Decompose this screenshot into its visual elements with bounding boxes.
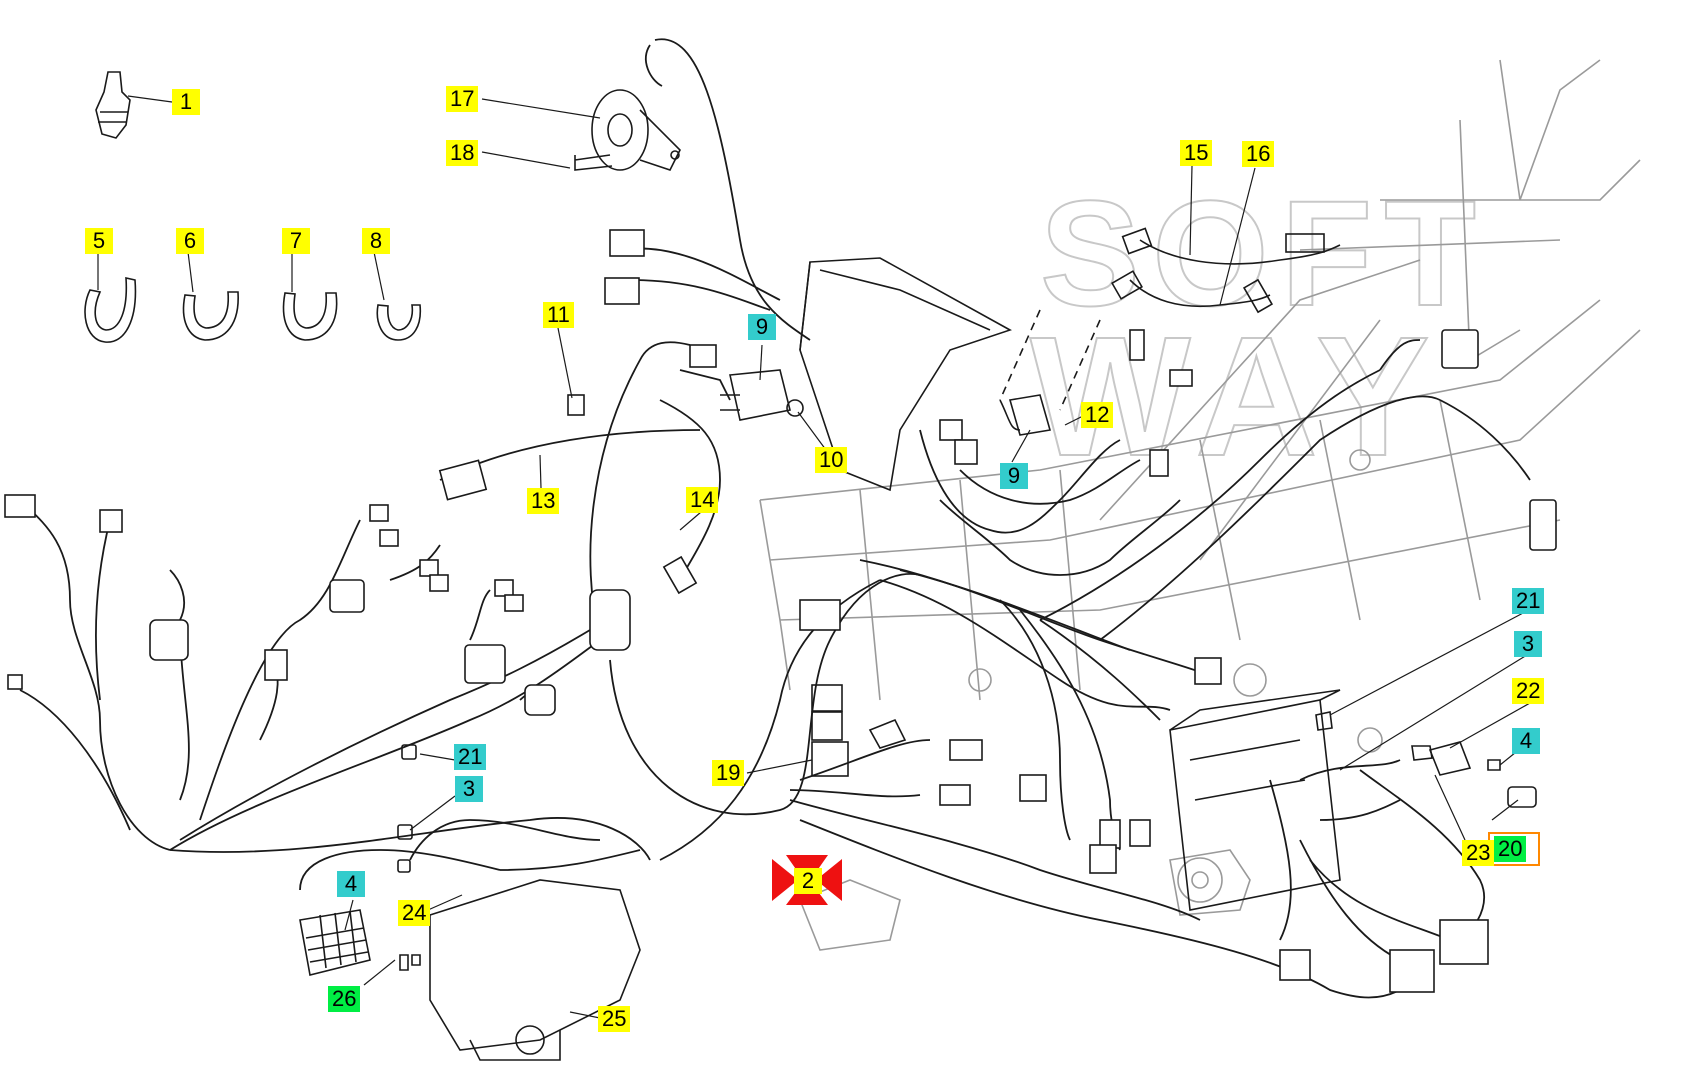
callout-22[interactable]: 22 xyxy=(1512,678,1545,704)
callout-12[interactable]: 12 xyxy=(1081,402,1114,428)
sensor-part-1 xyxy=(95,71,131,139)
callout-4[interactable]: 4 xyxy=(1512,728,1540,754)
watermark: SOFT WAY xyxy=(1029,168,1488,493)
watermark-line1: SOFT xyxy=(1040,169,1488,337)
callout-11[interactable]: 11 xyxy=(543,302,574,328)
horn xyxy=(574,89,681,171)
callout-8[interactable]: 8 xyxy=(362,228,390,254)
small-parts xyxy=(397,711,1537,873)
callout-24[interactable]: 24 xyxy=(398,900,431,926)
callout-25[interactable]: 25 xyxy=(598,1006,631,1032)
callout-21[interactable]: 21 xyxy=(1512,588,1545,614)
callout-23[interactable]: 23 xyxy=(1462,840,1495,866)
callout-3[interactable]: 3 xyxy=(1514,631,1542,657)
callout-14[interactable]: 14 xyxy=(686,487,719,513)
callout-26[interactable]: 26 xyxy=(328,986,361,1012)
callout-3[interactable]: 3 xyxy=(455,776,483,802)
callout-2[interactable]: 2 xyxy=(794,868,822,894)
callout-13[interactable]: 13 xyxy=(527,488,560,514)
connectors xyxy=(4,229,1557,993)
callout-15[interactable]: 15 xyxy=(1180,140,1213,166)
callout-7[interactable]: 7 xyxy=(282,228,310,254)
leader-lines xyxy=(97,95,1531,1019)
plug-leads xyxy=(999,227,1341,431)
callout-1[interactable]: 1 xyxy=(172,89,200,115)
callout-17[interactable]: 17 xyxy=(446,86,479,112)
battery xyxy=(1169,689,1341,911)
callout-19[interactable]: 19 xyxy=(712,760,745,786)
clips xyxy=(84,276,422,343)
callout-10[interactable]: 10 xyxy=(815,447,848,473)
callout-5[interactable]: 5 xyxy=(85,228,113,254)
headlight xyxy=(429,879,641,1061)
fuse-box xyxy=(299,909,421,976)
callout-16[interactable]: 16 xyxy=(1242,141,1275,167)
callout-4[interactable]: 4 xyxy=(337,871,365,897)
relay-19 xyxy=(811,684,907,777)
callout-18[interactable]: 18 xyxy=(446,140,479,166)
ignition-coil xyxy=(720,369,1052,436)
callout-6[interactable]: 6 xyxy=(176,228,204,254)
callout-20[interactable]: 20 xyxy=(1494,836,1527,862)
callout-9[interactable]: 9 xyxy=(1000,463,1028,489)
wiring-harness xyxy=(19,38,1531,999)
callout-9[interactable]: 9 xyxy=(748,314,776,340)
callout-21[interactable]: 21 xyxy=(454,744,487,770)
